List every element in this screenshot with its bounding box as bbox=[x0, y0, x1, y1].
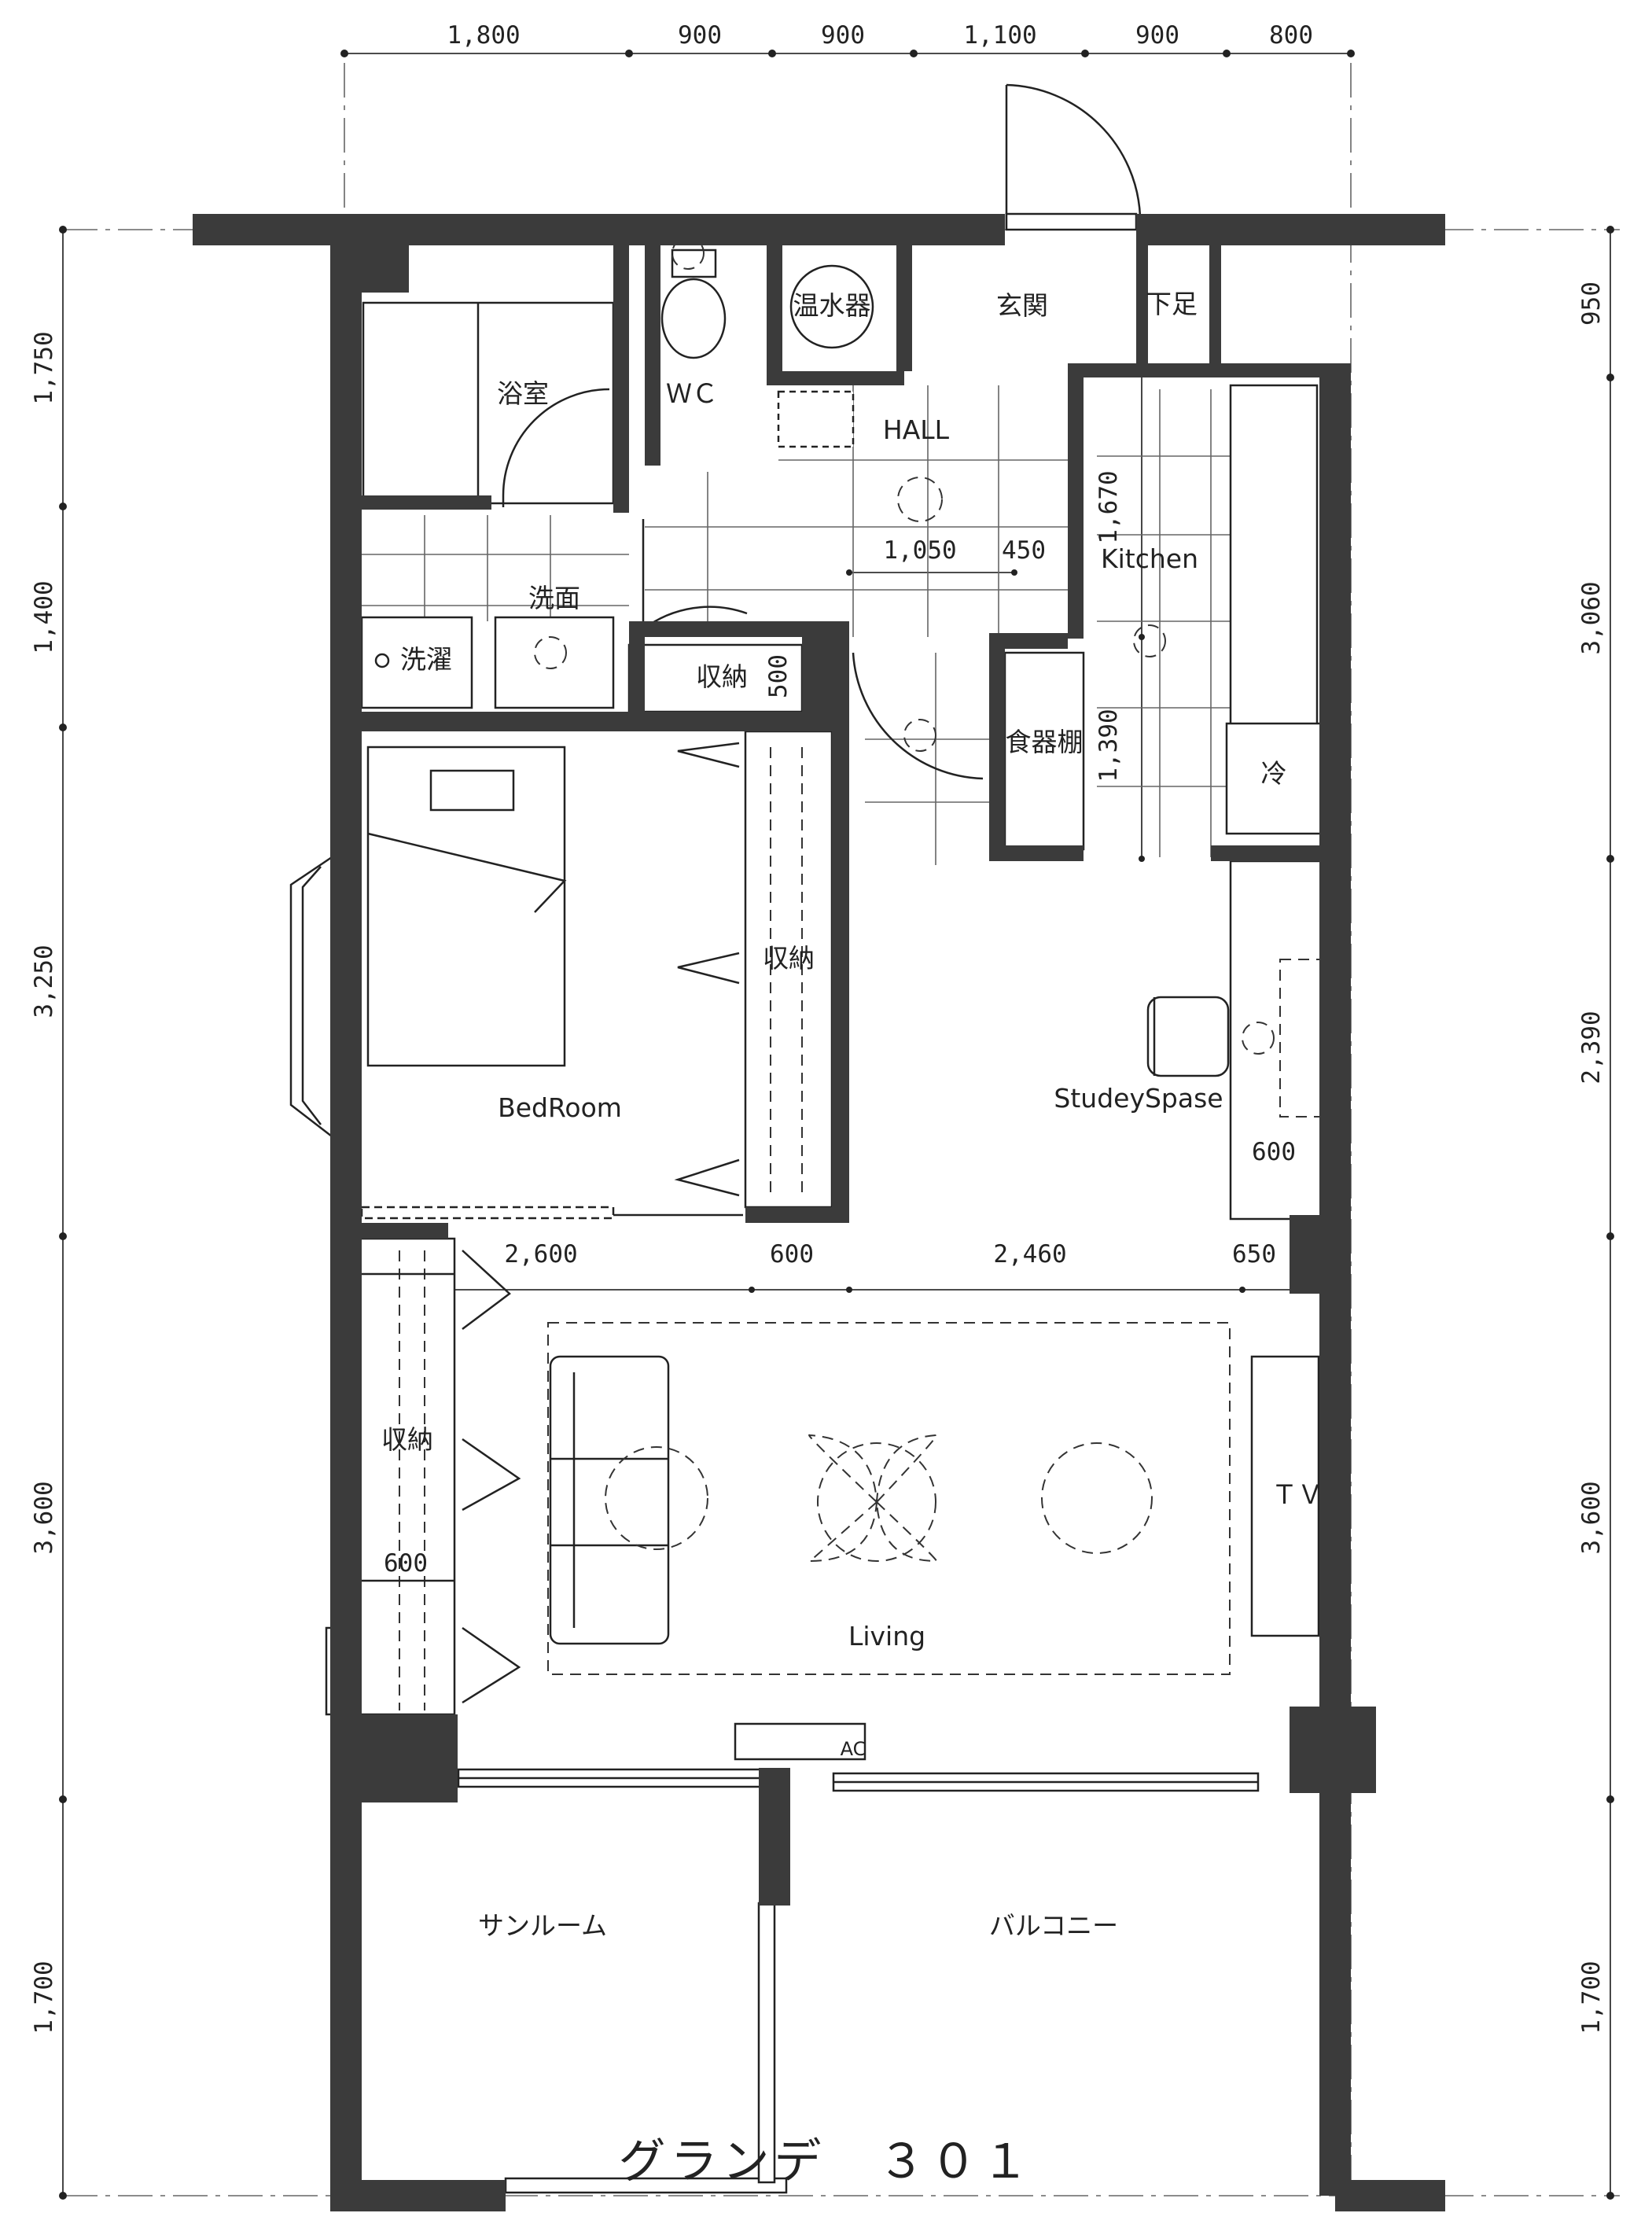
dim-living-storage: 600 bbox=[384, 1549, 428, 1578]
dim-living-2: 600 bbox=[770, 1240, 814, 1269]
walls bbox=[193, 214, 1445, 2211]
dim-left-4: 3,600 bbox=[30, 1481, 58, 1554]
fixtures bbox=[289, 83, 1326, 2194]
floor-tiles bbox=[362, 385, 1246, 865]
dim-living-1: 2,600 bbox=[504, 1240, 577, 1269]
label-fridge: 冷 bbox=[1261, 758, 1287, 789]
label-living: Living bbox=[848, 1621, 925, 1651]
label-cupboard: 食器棚 bbox=[1006, 727, 1084, 757]
label-bedroom: BedRoom bbox=[498, 1092, 622, 1123]
dimension-labels: 1,800 900 900 1,100 900 800 1,750 1,400 … bbox=[30, 21, 1606, 2034]
room-labels: 浴室 ＷＣ 温水器 玄関 下足 HALL 洗面 洗濯 収納 Kitchen 食器… bbox=[381, 289, 1323, 1941]
dim-kitchen-lower: 1,390 bbox=[1095, 709, 1123, 782]
label-bath: 浴室 bbox=[497, 378, 549, 409]
label-storage-bedroom: 収納 bbox=[763, 943, 815, 974]
dim-hall-side: 450 bbox=[1002, 536, 1046, 565]
dim-left-1: 1,750 bbox=[30, 331, 58, 404]
dim-storage-depth: 500 bbox=[764, 654, 793, 698]
plan-title-text: グランデ ３０１ bbox=[618, 2134, 1034, 2189]
dim-left-3: 3,250 bbox=[30, 944, 58, 1018]
dim-right-1: 950 bbox=[1577, 282, 1606, 326]
label-washroom: 洗面 bbox=[528, 583, 580, 613]
label-wc: ＷＣ bbox=[666, 378, 718, 409]
label-storage-living: 収納 bbox=[381, 1424, 433, 1455]
dim-desk-depth: 600 bbox=[1252, 1138, 1296, 1166]
label-storage-wash: 収納 bbox=[696, 661, 748, 692]
dim-living-4: 650 bbox=[1232, 1240, 1276, 1269]
label-laundry: 洗濯 bbox=[400, 644, 452, 675]
dim-living-3: 2,460 bbox=[993, 1240, 1066, 1269]
dim-left-5: 1,700 bbox=[30, 1961, 58, 2034]
label-kitchen: Kitchen bbox=[1101, 543, 1198, 574]
label-tv: ＴＶ bbox=[1271, 1479, 1323, 1510]
dim-hall-width: 1,050 bbox=[883, 536, 956, 565]
dim-top-3: 900 bbox=[821, 21, 865, 50]
pendant-light-icon bbox=[808, 1434, 938, 1563]
label-ac: AC bbox=[841, 1738, 866, 1760]
label-hall: HALL bbox=[883, 414, 950, 445]
dim-right-4: 3,600 bbox=[1577, 1481, 1606, 1554]
dim-kitchen-upper: 1,670 bbox=[1095, 470, 1123, 543]
label-study: StudeySpase bbox=[1054, 1083, 1223, 1114]
dim-right-3: 2,390 bbox=[1577, 1011, 1606, 1084]
dim-top-5: 900 bbox=[1135, 21, 1179, 50]
plan-title-block: グランデ ３０１ bbox=[0, 2123, 1652, 2192]
dim-left-2: 1,400 bbox=[30, 580, 58, 654]
dim-top-6: 800 bbox=[1269, 21, 1313, 50]
dim-right-5: 1,700 bbox=[1577, 1961, 1606, 2034]
dim-top-2: 900 bbox=[678, 21, 722, 50]
label-balcony: バルコニー bbox=[989, 1910, 1118, 1941]
dim-top-1: 1,800 bbox=[447, 21, 520, 50]
label-shoe-area: 下足 bbox=[1146, 289, 1198, 319]
dim-right-2: 3,060 bbox=[1577, 581, 1606, 654]
dim-top-4: 1,100 bbox=[963, 21, 1036, 50]
label-water-heater: 温水器 bbox=[793, 290, 871, 321]
label-sunroom: サンルーム bbox=[478, 1910, 607, 1941]
label-entrance: 玄関 bbox=[996, 290, 1048, 321]
